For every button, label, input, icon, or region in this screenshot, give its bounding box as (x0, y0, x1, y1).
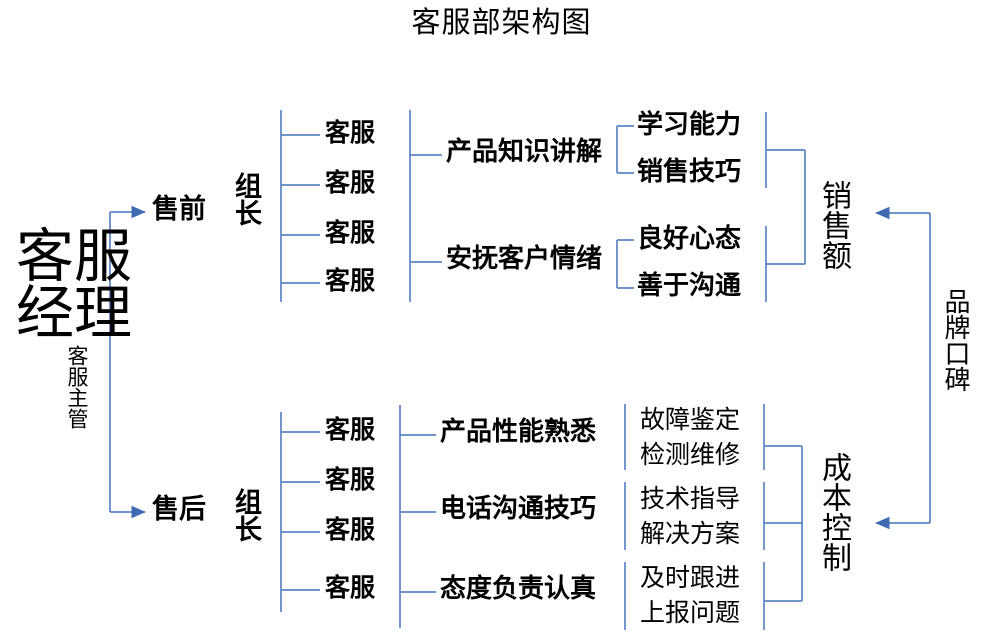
duty-aftersale-1[interactable]: 产品性能熟悉 (440, 417, 597, 447)
duty-aftersale-3[interactable]: 态度负责认真 (440, 574, 597, 604)
staff-item-presale-2[interactable]: 客服 (325, 168, 376, 197)
staff-item-presale-1[interactable]: 客服 (325, 118, 376, 147)
staff-item-presale-4[interactable]: 客服 (325, 266, 376, 295)
trait-aftersale-1-2[interactable]: 检测维修 (640, 440, 741, 469)
leader-label-presale: 组长 (230, 172, 261, 226)
trait-presale-1-1[interactable]: 学习能力 (637, 110, 742, 140)
outcome-aftersale: 成本控制 (816, 452, 851, 572)
trait-aftersale-2-2[interactable]: 解决方案 (640, 519, 741, 548)
staff-item-presale-3[interactable]: 客服 (325, 218, 376, 247)
duty-presale-2[interactable]: 安抚客户情绪 (446, 244, 603, 274)
trait-presale-2-1[interactable]: 良好心态 (637, 224, 742, 254)
staff-item-aftersale-3[interactable]: 客服 (325, 515, 376, 544)
manager-char-block: 客服经理 (16, 222, 133, 347)
root-supervisor-label: 客服主管 (65, 345, 89, 429)
trait-aftersale-3-1[interactable]: 及时跟进 (640, 563, 741, 592)
branch-label-aftersale[interactable]: 售后 (152, 494, 206, 525)
trait-aftersale-3-2[interactable]: 上报问题 (640, 598, 741, 627)
duty-presale-1[interactable]: 产品知识讲解 (446, 137, 603, 167)
page-title: 客服部架构图 (411, 5, 592, 39)
root-manager-label: 客服经理 (16, 222, 133, 347)
trait-presale-1-2[interactable]: 销售技巧 (637, 157, 742, 187)
staff-item-aftersale-2[interactable]: 客服 (325, 465, 376, 494)
duty-aftersale-2[interactable]: 电话沟通技巧 (440, 494, 597, 524)
trait-presale-2-2[interactable]: 善于沟通 (637, 271, 742, 301)
branch-label-presale[interactable]: 售前 (152, 194, 206, 225)
final-outcome-label: 品牌口碑 (940, 288, 970, 392)
staff-item-aftersale-4[interactable]: 客服 (325, 573, 376, 602)
outcome-presale: 销售额 (816, 180, 851, 270)
leader-label-aftersale: 组长 (230, 488, 261, 542)
staff-item-aftersale-1[interactable]: 客服 (325, 415, 376, 444)
trait-aftersale-1-1[interactable]: 故障鉴定 (640, 405, 741, 434)
trait-aftersale-2-1[interactable]: 技术指导 (640, 484, 741, 513)
